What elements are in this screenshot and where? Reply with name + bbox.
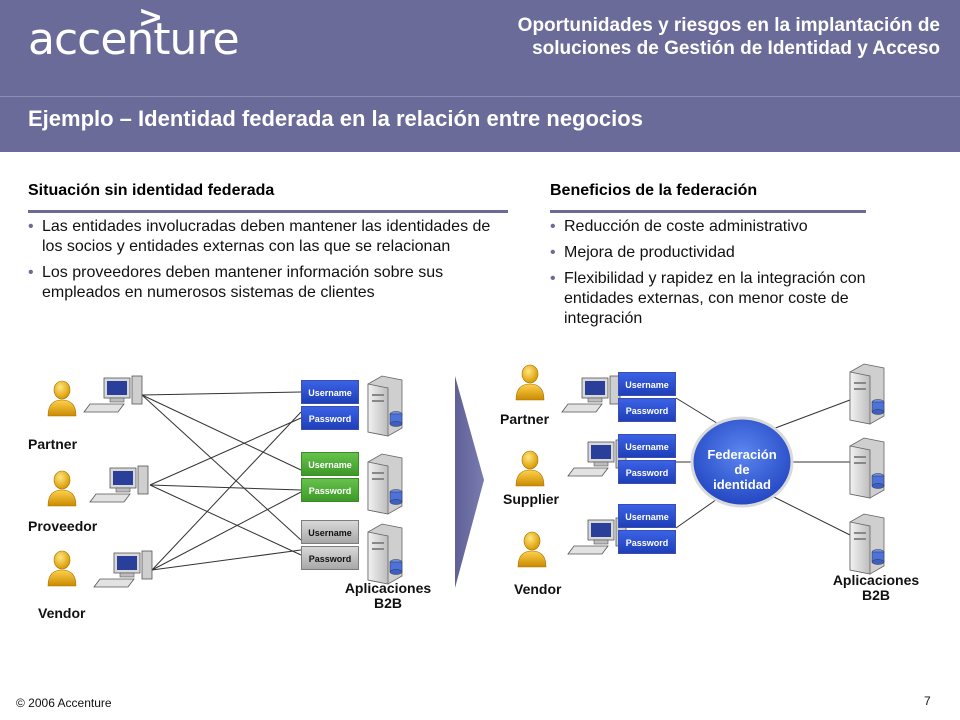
vendor-person-icon xyxy=(47,550,77,587)
left-bullet-list: Las entidades involucradas deben mantene… xyxy=(28,217,508,303)
username-box: Username xyxy=(301,452,359,476)
document-title: Oportunidades y riesgos en la implantaci… xyxy=(380,14,940,60)
password-box: Password xyxy=(618,460,676,484)
page-number: 7 xyxy=(924,694,931,708)
partner-person-icon xyxy=(47,380,77,417)
left-connections xyxy=(141,391,302,571)
partner-computer-icon xyxy=(561,375,621,413)
password-box: Password xyxy=(301,478,359,502)
b2b-server-icon xyxy=(849,437,885,499)
b2b-server-icon xyxy=(367,453,403,515)
username-box: Username xyxy=(301,380,359,404)
username-box: Username xyxy=(618,434,676,458)
password-box: Password xyxy=(618,530,676,554)
left-bullet: Las entidades involucradas deben mantene… xyxy=(28,217,508,257)
apps-label-line2: B2B xyxy=(861,587,890,603)
supplier-person-icon xyxy=(515,450,545,487)
b2b-server-icon xyxy=(367,523,403,585)
right-bullet: Flexibilidad y rapidez en la integración… xyxy=(550,269,866,329)
user-label-supplier: Supplier xyxy=(503,491,560,507)
left-section-heading: Situación sin identidad federada xyxy=(28,182,275,199)
transition-arrow-icon xyxy=(455,376,484,588)
accenture-logo: accenture xyxy=(28,14,240,65)
user-label-partner: Partner xyxy=(28,436,78,452)
b2b-server-icon xyxy=(849,513,885,575)
document-title-line2: soluciones de Gestión de Identidad y Acc… xyxy=(532,38,940,59)
accenture-logo-mark: > xyxy=(138,0,164,35)
password-box: Password xyxy=(618,398,676,422)
proveedor-person-icon xyxy=(47,470,77,507)
right-bullet-list: Reducción de coste administrativo Mejora… xyxy=(550,217,866,329)
partner-person-icon xyxy=(515,364,545,401)
vendor-computer-icon xyxy=(93,550,153,588)
left-section: Situación sin identidad federada Las ent… xyxy=(28,182,508,309)
federation-label: Federación de identidad xyxy=(697,447,787,492)
left-section-rule xyxy=(28,210,508,213)
copyright-footer: © 2006 Accenture xyxy=(16,696,112,710)
user-label-vendor: Vendor xyxy=(514,581,562,597)
user-label-vendor: Vendor xyxy=(38,605,86,621)
vendor-person-icon xyxy=(517,531,547,568)
username-box: Username xyxy=(301,520,359,544)
password-box: Password xyxy=(301,406,359,430)
username-box: Username xyxy=(618,504,676,528)
federation-label-line3: identidad xyxy=(713,477,771,492)
proveedor-computer-icon xyxy=(89,465,149,503)
partner-computer-icon xyxy=(83,375,143,413)
username-box: Username xyxy=(618,372,676,396)
slide-header: accenture > Oportunidades y riesgos en l… xyxy=(0,0,960,152)
apps-label: Aplicaciones B2B xyxy=(330,581,446,611)
apps-label: Aplicaciones B2B xyxy=(818,573,934,603)
federation-label-line1: Federación xyxy=(707,447,777,462)
right-section: Beneficios de la federación Reducción de… xyxy=(550,182,866,335)
right-section-heading: Beneficios de la federación xyxy=(550,182,758,199)
right-bullet: Mejora de productividad xyxy=(550,243,866,263)
right-bullet: Reducción de coste administrativo xyxy=(550,217,866,237)
apps-label-line2: B2B xyxy=(373,595,402,611)
header-divider xyxy=(0,96,960,97)
user-label-proveedor: Proveedor xyxy=(28,518,98,534)
right-section-rule xyxy=(550,210,866,213)
document-title-line1: Oportunidades y riesgos en la implantaci… xyxy=(517,15,940,36)
federation-circle xyxy=(690,416,794,508)
apps-label-line1: Aplicaciones xyxy=(344,580,432,596)
slide-title: Ejemplo – Identidad federada en la relac… xyxy=(28,106,643,131)
apps-label-line1: Aplicaciones xyxy=(832,572,920,588)
left-bullet: Los proveedores deben mantener informaci… xyxy=(28,263,508,303)
password-box: Password xyxy=(301,546,359,570)
b2b-server-icon xyxy=(849,363,885,425)
federation-label-line2: de xyxy=(734,462,750,477)
right-connections xyxy=(675,397,851,536)
user-label-partner: Partner xyxy=(500,411,550,427)
b2b-server-icon xyxy=(367,375,403,437)
